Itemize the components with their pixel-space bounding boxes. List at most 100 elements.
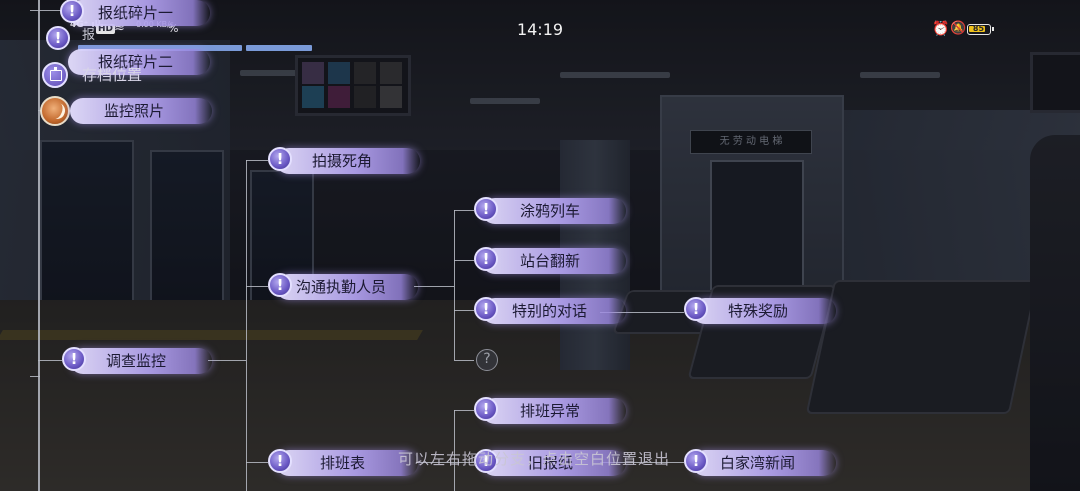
- node-label: 报纸碎片二: [98, 53, 174, 71]
- node-old-newspaper[interactable]: ! 旧报纸: [474, 449, 626, 476]
- monitor-thumb: [380, 86, 402, 108]
- node-special-dialogue[interactable]: ! 特别的对话: [474, 297, 626, 324]
- monitor-thumb: [302, 62, 324, 84]
- branch-line: [454, 360, 474, 361]
- branch-line: [454, 210, 455, 360]
- node-graffiti-train[interactable]: ! 涂鸦列车: [474, 197, 626, 224]
- monitor-thumb: [380, 62, 402, 84]
- node-pill: [482, 398, 626, 424]
- progress-segment: [78, 45, 242, 51]
- node-pill: [482, 198, 626, 224]
- node-label: 特别的对话: [512, 302, 588, 320]
- node-label: 特殊奖励: [728, 302, 789, 320]
- exclamation-badge-icon: !: [474, 397, 498, 421]
- exclamation-badge-icon: !: [474, 297, 498, 321]
- branch-line: [454, 210, 474, 211]
- branch-line: [246, 160, 268, 161]
- node-pill: [482, 450, 626, 476]
- tree-trunk-line: [38, 0, 40, 491]
- ceiling-light: [860, 72, 940, 78]
- battery-icon: 85: [967, 24, 994, 35]
- branch-line: [246, 160, 247, 491]
- node-newspaper-fragment-1[interactable]: ! 报纸碎片一: [60, 0, 210, 26]
- monitor-thumb: [328, 62, 350, 84]
- monitor-thumb: [354, 86, 376, 108]
- node-label: 沟通执勤人员: [296, 278, 387, 296]
- node-label: 监控照片: [104, 102, 165, 120]
- node-special-reward[interactable]: ! 特殊奖励: [684, 297, 836, 324]
- platform-door: [150, 150, 224, 314]
- ceiling-light: [560, 72, 670, 78]
- exclamation-badge-icon: !: [684, 449, 708, 473]
- monitor-screen-right: [1030, 52, 1080, 113]
- mute-bell-icon: 🔕: [950, 21, 967, 36]
- branch-line: [246, 462, 268, 463]
- exclamation-badge-icon: !: [60, 0, 84, 23]
- node-investigate-cctv[interactable]: ! 调查监控: [62, 347, 212, 374]
- alarm-icon: ⏰: [932, 21, 950, 37]
- ceiling-light: [240, 70, 330, 76]
- branch-line: [30, 10, 70, 11]
- branch-line: [600, 312, 684, 313]
- exclamation-badge-icon: !: [268, 273, 292, 297]
- exclamation-badge-icon: !: [46, 26, 70, 50]
- monitor-screen: [295, 55, 411, 116]
- branch-line: [454, 310, 474, 311]
- node-platform-renovation[interactable]: ! 站台翻新: [474, 247, 626, 274]
- percent-text: %: [168, 22, 179, 35]
- exclamation-badge-icon: !: [62, 347, 86, 371]
- branch-line: [414, 286, 454, 287]
- clock: 14:19: [516, 20, 564, 39]
- save-location-button[interactable]: [42, 62, 68, 88]
- branch-line: [38, 360, 62, 361]
- node-talk-staff[interactable]: ! 沟通执勤人员: [268, 273, 418, 300]
- drag-hint-text: 可以左右拖动分支，点击空白位置退出: [398, 450, 671, 468]
- exclamation-badge-icon: !: [268, 147, 292, 171]
- node-baijiawan-news[interactable]: ! 白家湾新闻: [684, 449, 836, 476]
- node-label: 旧报纸: [528, 454, 574, 472]
- monitor-thumb: [328, 86, 350, 108]
- node-schedule[interactable]: ! 排班表: [268, 449, 418, 476]
- branch-line: [30, 376, 40, 377]
- exclamation-badge-icon: !: [268, 449, 292, 473]
- battery-level: 85: [972, 24, 985, 33]
- node-label: 报纸碎片一: [98, 4, 174, 22]
- battery-fill: [969, 26, 985, 32]
- save-icon: [50, 67, 62, 81]
- node-shift-anomaly[interactable]: ! 排班异常: [474, 397, 626, 424]
- branch-line: [454, 410, 474, 411]
- unknown-node-question-icon[interactable]: ?: [476, 349, 498, 371]
- branch-line: [208, 360, 246, 361]
- progress-segment: [246, 45, 312, 51]
- platform-door: [40, 140, 134, 324]
- exclamation-badge-icon: !: [684, 297, 708, 321]
- node-blind-spot[interactable]: ! 拍摄死角: [268, 147, 420, 174]
- node-label: 白家湾新闻: [720, 454, 796, 472]
- branch-line: [454, 410, 455, 491]
- wifi-icon: ≈: [114, 21, 125, 36]
- branch-line: [454, 462, 474, 463]
- node-pill: [692, 450, 836, 476]
- node-pill: [70, 98, 212, 124]
- exclamation-badge-icon: !: [474, 449, 498, 473]
- node-label: 涂鸦列车: [520, 202, 581, 220]
- node-pill: [482, 298, 626, 324]
- node-label: 拍摄死角: [312, 152, 373, 170]
- character-silhouette: [1030, 135, 1080, 491]
- node-pill: [482, 248, 626, 274]
- branch-line: [246, 286, 268, 287]
- branch-line: [600, 462, 684, 463]
- node-pill: [692, 298, 836, 324]
- save-location-label: 存档位置: [82, 66, 143, 84]
- node-surveillance-photo[interactable]: 监控照片: [62, 98, 212, 124]
- node-label: 排班异常: [520, 402, 581, 420]
- node-label: 排班表: [320, 454, 366, 472]
- exclamation-badge-icon: !: [474, 197, 498, 221]
- branch-line: [454, 260, 474, 261]
- node-newspaper-fragment-2[interactable]: 报纸碎片二: [60, 49, 210, 75]
- node-label: 调查监控: [106, 352, 167, 370]
- booth-sign: 无 劳 动 电 梯: [690, 130, 812, 154]
- node-label: 站台翻新: [520, 252, 581, 270]
- exclamation-badge-icon: !: [474, 247, 498, 271]
- node-pill: [70, 348, 212, 374]
